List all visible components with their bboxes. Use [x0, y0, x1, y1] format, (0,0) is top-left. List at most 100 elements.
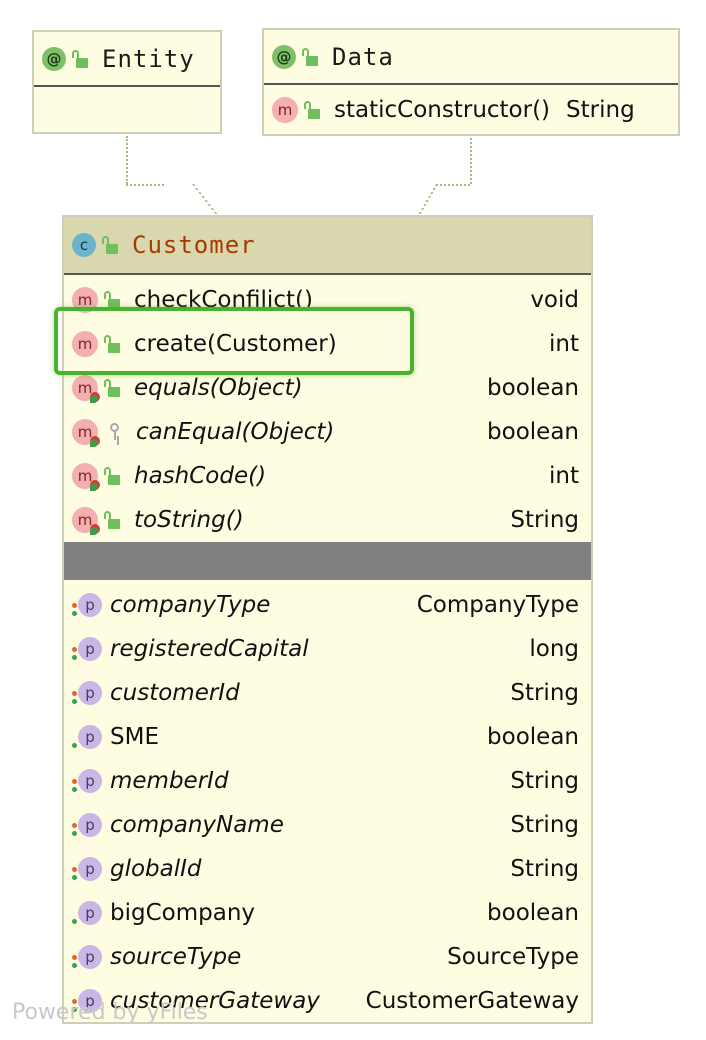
dot-orange — [72, 647, 77, 652]
data-header: @ Data — [264, 30, 678, 85]
property-icon: p — [72, 945, 102, 969]
override-marker-leaf — [90, 439, 98, 447]
member-type: String — [566, 97, 635, 123]
property-type: String — [510, 856, 579, 882]
dot-orange — [72, 955, 77, 960]
lock-icon — [104, 379, 120, 397]
method-row[interactable]: m equals(Object) boolean — [72, 366, 579, 410]
dot-orange — [72, 691, 77, 696]
property-type: String — [510, 680, 579, 706]
visibility-dots — [72, 999, 78, 1013]
entity-title: Entity — [102, 44, 195, 73]
property-type: String — [510, 768, 579, 794]
property-icon: p — [72, 637, 102, 661]
property-name: companyType — [110, 592, 271, 618]
lock-icon — [104, 467, 120, 485]
property-icon: p — [72, 901, 102, 925]
method-name: hashCode() — [134, 463, 267, 489]
entity-connector — [126, 136, 128, 184]
dot-green — [72, 963, 77, 968]
method-type: boolean — [487, 375, 579, 401]
watermark: Powered by yFiles — [12, 1000, 208, 1025]
method-name: equals(Object) — [134, 375, 303, 401]
data-member-row: m staticConstructor() String — [272, 88, 666, 132]
data-connector — [470, 138, 472, 184]
dot-green — [72, 787, 77, 792]
property-name: SME — [110, 724, 159, 750]
visibility-dots — [72, 823, 78, 837]
property-icon: p — [72, 857, 102, 881]
method-icon: m — [272, 97, 298, 123]
member-name: staticConstructor() — [334, 97, 551, 123]
lock-icon — [104, 291, 120, 309]
dot-orange — [72, 603, 77, 608]
lock-icon — [104, 511, 120, 529]
method-icon: m — [72, 375, 100, 403]
property-row[interactable]: p companyType CompanyType — [72, 583, 579, 627]
property-icon: p — [72, 681, 102, 705]
dot-orange — [72, 779, 77, 784]
key-icon — [108, 423, 122, 441]
property-type: boolean — [487, 724, 579, 750]
property-type: CompanyType — [416, 592, 579, 618]
class-icon: c — [72, 233, 96, 257]
section-separator — [64, 542, 591, 580]
method-icon: m — [72, 463, 100, 491]
lock-icon — [102, 236, 118, 254]
data-annotation-box: @ Data m staticConstructor() String — [262, 28, 680, 136]
visibility-dots — [72, 735, 78, 749]
method-name: create(Customer) — [134, 331, 337, 357]
property-type: String — [510, 812, 579, 838]
property-row[interactable]: p bigCompany boolean — [72, 891, 579, 935]
method-type: boolean — [487, 419, 579, 445]
method-type: int — [549, 331, 579, 357]
method-icon: m — [72, 331, 98, 357]
visibility-dots — [72, 955, 78, 969]
override-marker-leaf — [90, 527, 98, 535]
dot-green — [72, 655, 77, 660]
property-name: customerId — [110, 680, 240, 706]
property-icon: p — [72, 769, 102, 793]
selection-highlight — [54, 307, 414, 375]
property-name: bigCompany — [110, 900, 256, 926]
method-row[interactable]: m create(Customer) int — [72, 322, 579, 366]
property-name: sourceType — [110, 944, 242, 970]
data-title: Data — [332, 42, 394, 71]
visibility-dots — [72, 647, 78, 661]
dot-green — [72, 831, 77, 836]
property-type: boolean — [487, 900, 579, 926]
method-type: String — [510, 507, 579, 533]
data-connector — [436, 184, 470, 186]
entity-connector — [164, 184, 218, 214]
property-name: customerGateway — [110, 988, 320, 1014]
at-icon: @ — [272, 44, 296, 69]
entity-annotation-box: @ Entity — [32, 30, 222, 134]
entity-connector — [126, 184, 164, 186]
method-icon: m — [72, 419, 100, 447]
dot-green — [72, 875, 77, 880]
visibility-dots — [72, 867, 78, 881]
entity-header: @ Entity — [34, 32, 220, 87]
property-row[interactable]: p customerId String — [72, 671, 579, 715]
method-type: void — [530, 287, 579, 313]
method-name: toString() — [134, 507, 244, 533]
property-type: long — [529, 636, 579, 662]
property-icon: p — [72, 989, 102, 1013]
data-connector — [418, 184, 458, 214]
visibility-dots — [72, 691, 78, 705]
lock-icon — [72, 49, 88, 68]
lock-icon — [302, 47, 318, 66]
dot-orange — [72, 823, 77, 828]
property-icon: p — [72, 593, 102, 617]
